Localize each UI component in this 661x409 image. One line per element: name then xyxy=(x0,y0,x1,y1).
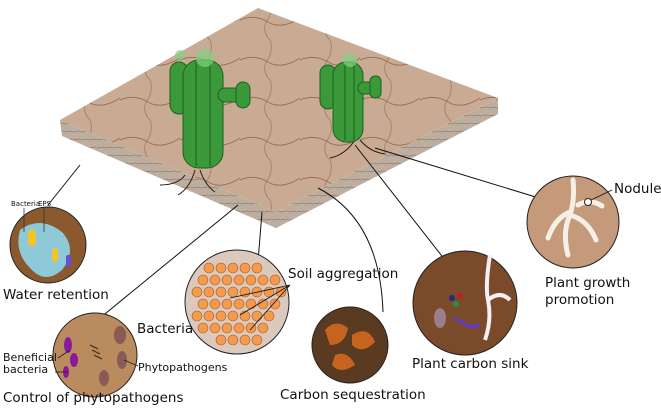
aggregate-particle xyxy=(251,262,263,274)
aggregate-particle xyxy=(257,274,269,286)
aggregate-particle xyxy=(197,274,209,286)
aggregate-particle xyxy=(215,310,227,322)
control-label: Control of phytopathogens xyxy=(3,390,183,406)
carbon-sink-circle xyxy=(412,250,518,356)
water-retention-label: Water retention xyxy=(3,287,109,303)
cactus-left xyxy=(159,49,251,196)
beneficial-label-line2: bacteria xyxy=(3,363,48,376)
aggregate-particle xyxy=(197,298,209,310)
aggregate-particle xyxy=(209,298,221,310)
connector-lines xyxy=(47,144,553,319)
carbon-sequestration-circle xyxy=(311,306,389,384)
connector-carbon-seq xyxy=(317,187,384,313)
carbon-sequestration-panel: Carbon sequestration xyxy=(280,306,426,403)
plant-growth-panel: Nodule Plant growth promotion xyxy=(526,175,661,308)
aggregate-particle xyxy=(257,298,269,310)
aggregate-particle xyxy=(215,286,227,298)
connector-control xyxy=(99,204,239,319)
aggregate-particle xyxy=(239,334,251,346)
bacteria-small-label: Bacteria xyxy=(11,200,40,208)
growth-label-line2: promotion xyxy=(545,292,614,308)
aggregate-particle xyxy=(227,334,239,346)
eps-label: EPS xyxy=(38,200,52,208)
nodule-label: Nodule xyxy=(614,181,661,197)
aggregate-particle xyxy=(191,310,203,322)
aggregate-particle xyxy=(203,310,215,322)
aggregate-particle xyxy=(221,274,233,286)
water-retention-panel: Bacteria EPS Water retention xyxy=(3,200,109,303)
connector-aggregation xyxy=(257,211,263,263)
carbon-sequestration-label: Carbon sequestration xyxy=(280,387,426,403)
connector-growth xyxy=(374,147,553,203)
cactus-right xyxy=(319,53,386,159)
soil-aggregation-label: Soil aggregation xyxy=(288,266,398,282)
aggregate-particle xyxy=(263,310,275,322)
beneficial-label-line1: Beneficial xyxy=(3,351,57,364)
aggregate-particle xyxy=(221,322,233,334)
phytopathogen-control-panel: Beneficial bacteria Phytopathogens Contr… xyxy=(3,312,228,406)
aggregate-particle xyxy=(227,262,239,274)
phytopathogens-label: Phytopathogens xyxy=(138,361,228,374)
aggregate-particle xyxy=(233,298,245,310)
aggregate-particle xyxy=(239,310,251,322)
aggregate-particle xyxy=(197,322,209,334)
aggregate-particle xyxy=(191,286,203,298)
growth-label-line1: Plant growth xyxy=(545,275,630,291)
plant-growth-circle xyxy=(526,175,620,269)
aggregate-particle xyxy=(269,274,281,286)
aggregate-particle xyxy=(245,298,257,310)
aggregate-particle xyxy=(251,334,263,346)
aggregate-particle xyxy=(233,274,245,286)
soil-right-side xyxy=(276,98,498,228)
plant-carbon-sink-label: Plant carbon sink xyxy=(412,356,529,372)
bacteria-label: Bacteria xyxy=(137,321,193,337)
aggregate-particle xyxy=(257,322,269,334)
aggregate-particle xyxy=(233,322,245,334)
aggregate-particle xyxy=(245,274,257,286)
connector-carbon-sink xyxy=(354,144,446,261)
aggregate-particle xyxy=(203,262,215,274)
connector-water xyxy=(47,164,81,206)
aggregate-particle xyxy=(239,262,251,274)
aggregate-particle xyxy=(227,310,239,322)
aggregate-particle xyxy=(269,298,281,310)
soil-aggregation-panel: Soil aggregation Bacteria xyxy=(137,249,398,355)
soil-top-surface xyxy=(60,8,498,212)
aggregate-particle xyxy=(221,298,233,310)
aggregate-particle xyxy=(203,286,215,298)
aggregate-particle xyxy=(209,322,221,334)
aggregate-particle xyxy=(251,310,263,322)
soil-block xyxy=(60,8,498,228)
nodule-dot xyxy=(584,198,592,206)
aggregate-particle xyxy=(263,286,275,298)
plant-carbon-sink-panel: Plant carbon sink xyxy=(412,250,529,372)
aggregate-particle xyxy=(215,262,227,274)
aggregate-particle xyxy=(215,334,227,346)
soil-front-side xyxy=(60,120,276,228)
aggregate-particle xyxy=(227,286,239,298)
aggregate-particle xyxy=(209,274,221,286)
